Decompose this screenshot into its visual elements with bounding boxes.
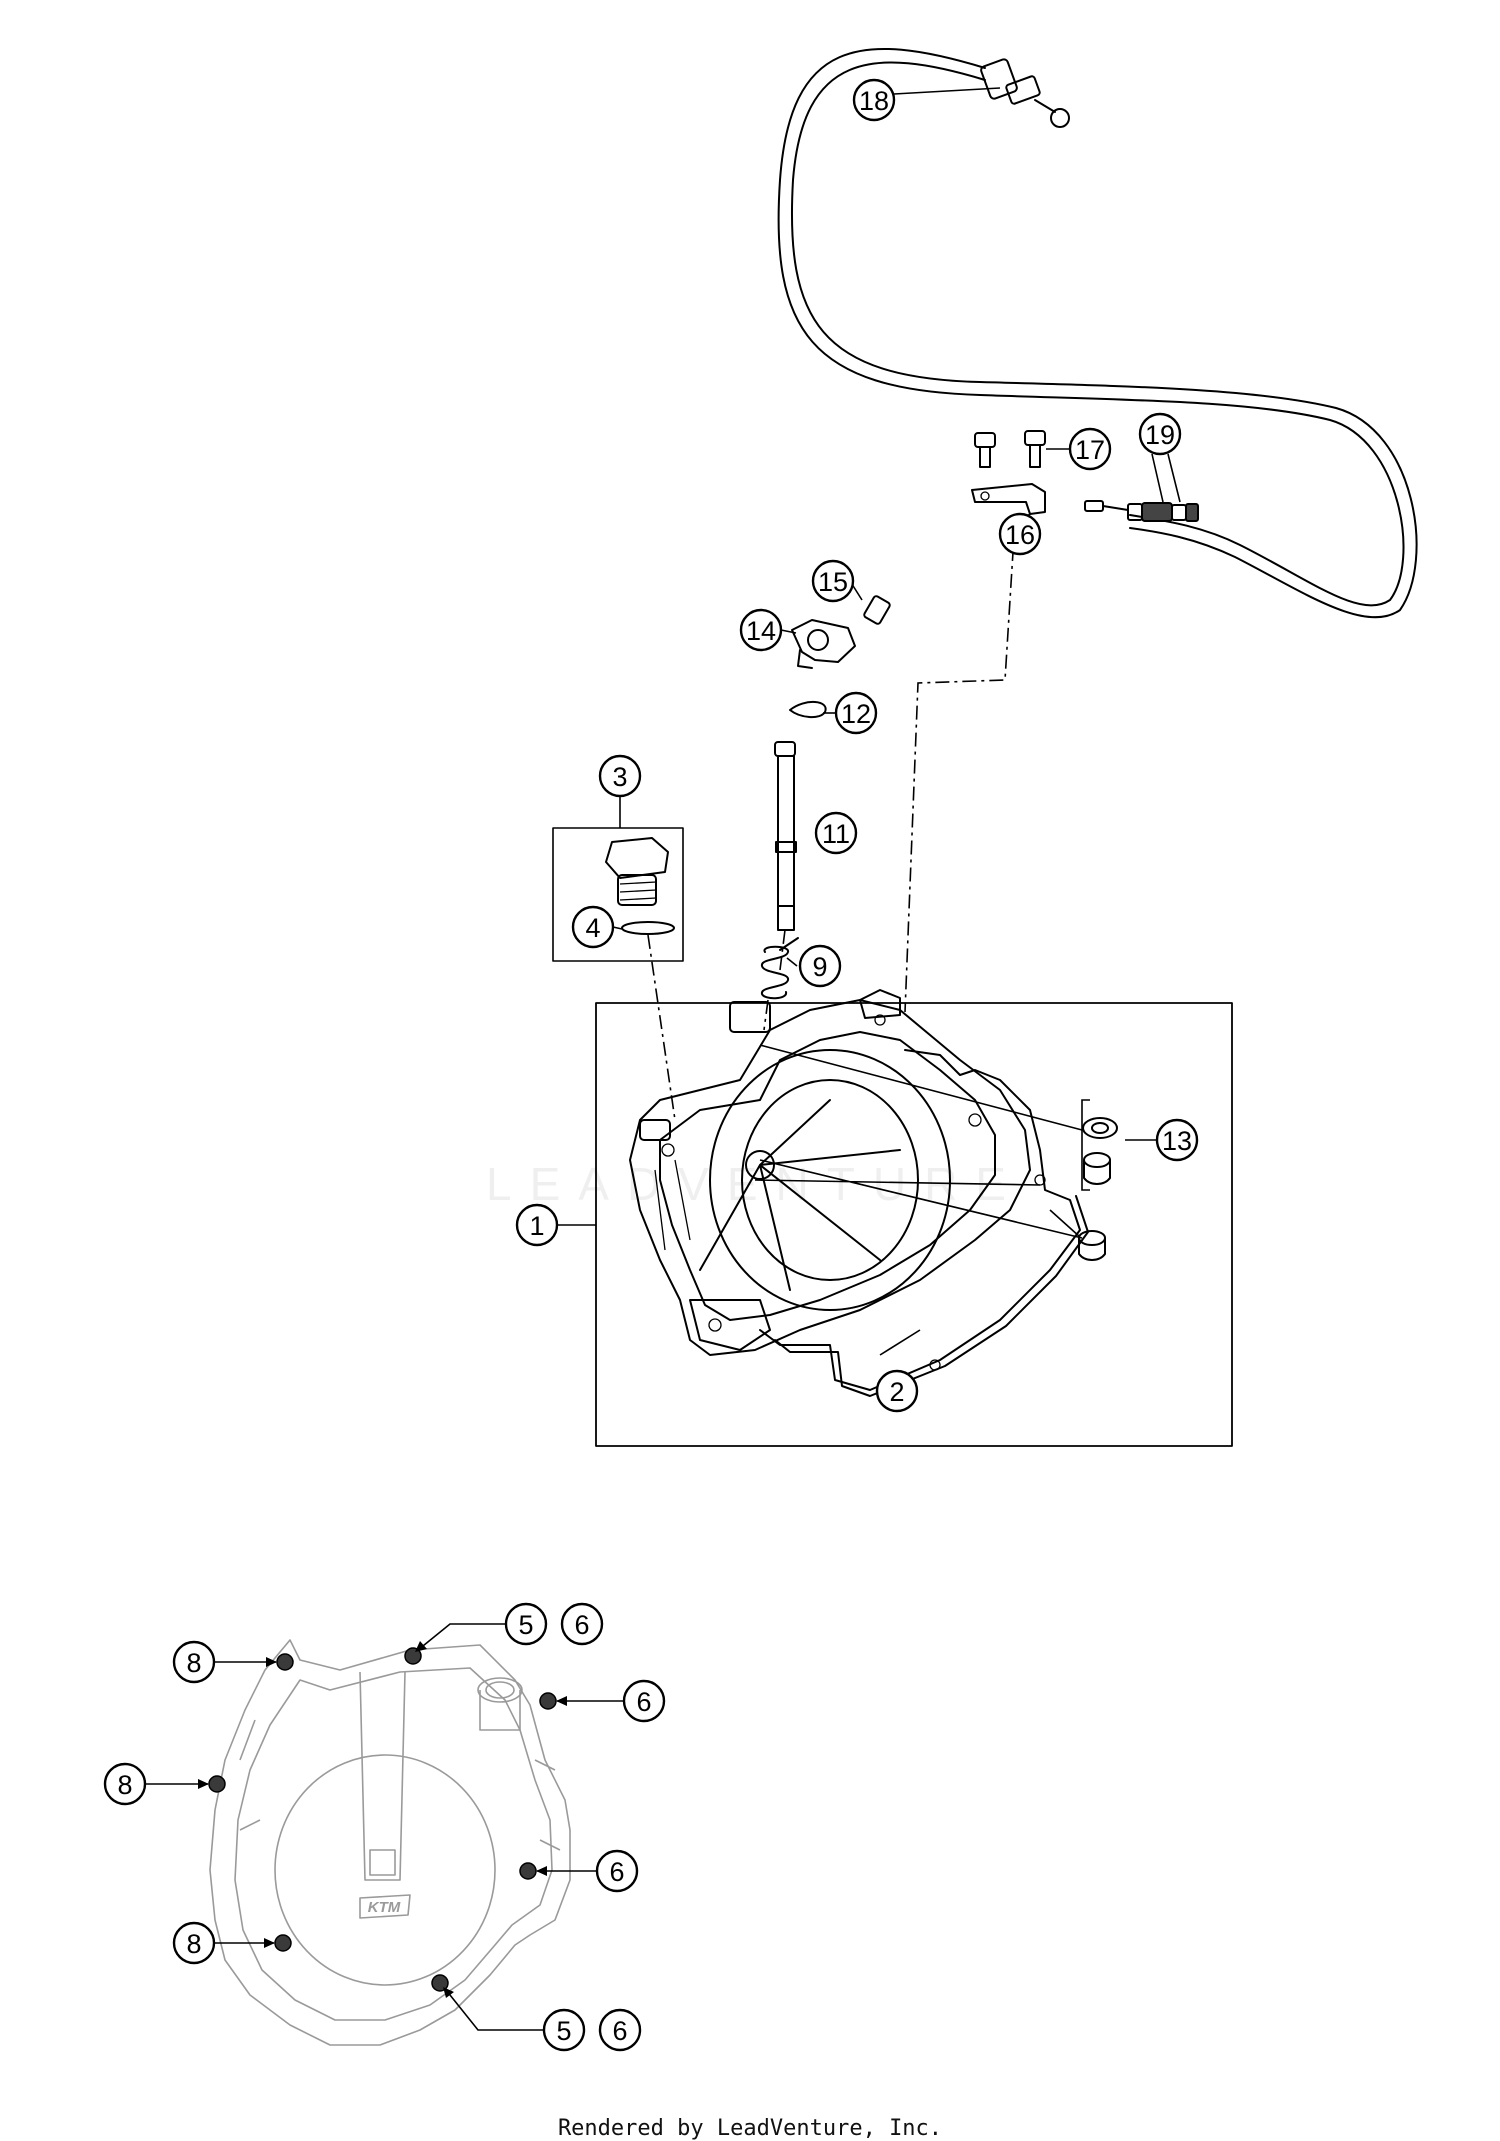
callout-9: 9 — [798, 944, 842, 988]
svg-text:6: 6 — [636, 1687, 651, 1717]
callout-14: 14 — [739, 608, 783, 652]
callout-6-top: 6 — [560, 1602, 604, 1646]
svg-text:15: 15 — [818, 567, 848, 597]
svg-text:3: 3 — [612, 762, 627, 792]
clutch-cover — [629, 989, 1031, 1356]
svg-text:4: 4 — [585, 913, 600, 943]
svg-text:5: 5 — [518, 1610, 533, 1640]
bracket-13 — [1081, 1099, 1090, 1191]
bushing-lower — [1078, 1230, 1106, 1261]
callout-13: 13 — [1155, 1118, 1199, 1162]
spring — [761, 937, 799, 1000]
clutch-shaft — [774, 741, 797, 931]
clutch-cable — [777, 47, 1418, 619]
svg-text:5: 5 — [556, 2016, 571, 2046]
callout-4: 4 — [571, 905, 615, 949]
watermark: LEADVENTURE — [486, 1158, 1024, 1210]
svg-text:13: 13 — [1162, 1126, 1192, 1156]
callout-6-right-lower: 6 — [595, 1849, 639, 1893]
callout-2: 2 — [875, 1369, 919, 1413]
installed-cover: KTM — [208, 1639, 571, 2046]
svg-text:9: 9 — [812, 952, 827, 982]
callout-6-bottom: 6 — [598, 2008, 642, 2052]
leader-lines-lower — [145, 1623, 624, 2031]
callout-8-bottom: 8 — [172, 1921, 216, 1965]
svg-text:8: 8 — [186, 1648, 201, 1678]
screw-17a — [974, 432, 996, 468]
svg-text:1: 1 — [529, 1211, 544, 1241]
svg-text:16: 16 — [1005, 520, 1035, 550]
callout-12: 12 — [834, 691, 878, 735]
svg-text:2: 2 — [889, 1377, 904, 1407]
svg-text:6: 6 — [612, 2016, 627, 2046]
callout-15: 15 — [811, 559, 855, 603]
cable-bracket — [971, 483, 1046, 515]
svg-text:17: 17 — [1075, 435, 1105, 465]
filler-plug-kit — [552, 827, 684, 962]
callout-19: 19 — [1138, 412, 1182, 456]
footer-credit: Rendered by LeadVenture, Inc. — [557, 2116, 943, 2141]
svg-text:8: 8 — [117, 1770, 132, 1800]
callout-3: 3 — [598, 754, 642, 798]
callout-1: 1 — [515, 1203, 559, 1247]
svg-text:14: 14 — [746, 616, 776, 646]
svg-text:8: 8 — [186, 1929, 201, 1959]
release-lever — [791, 619, 856, 669]
svg-text:18: 18 — [859, 86, 889, 116]
callout-5-top: 5 — [504, 1602, 548, 1646]
svg-text:12: 12 — [841, 699, 871, 729]
callout-6-right-upper: 6 — [622, 1679, 666, 1723]
svg-text:6: 6 — [574, 1610, 589, 1640]
cover-gasket — [759, 1049, 1089, 1397]
callout-5-bottom: 5 — [542, 2008, 586, 2052]
svg-text:11: 11 — [822, 819, 850, 849]
svg-text:19: 19 — [1145, 420, 1175, 450]
callout-18: 18 — [852, 78, 896, 122]
callout-16: 16 — [998, 512, 1042, 556]
svg-text:6: 6 — [609, 1857, 624, 1887]
screw-17b — [1024, 430, 1046, 468]
screw-15 — [863, 595, 891, 625]
circlip — [789, 701, 827, 718]
bushing-upper — [1083, 1152, 1111, 1185]
callout-8-top: 8 — [172, 1640, 216, 1684]
shaft-seal — [1082, 1117, 1118, 1139]
cable-adjuster — [1084, 500, 1199, 522]
svg-text:KTM: KTM — [368, 1899, 401, 1916]
callout-17: 17 — [1068, 427, 1112, 471]
callout-11: 11 — [814, 811, 858, 855]
callout-8-middle: 8 — [103, 1762, 147, 1806]
